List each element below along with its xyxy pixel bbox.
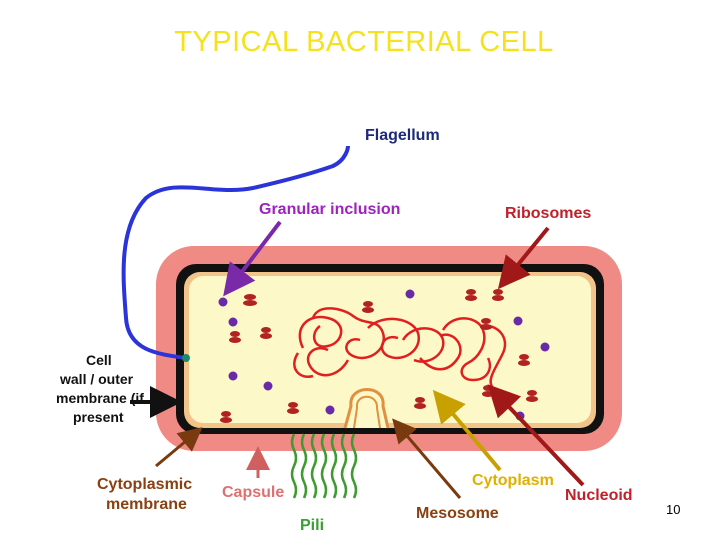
bacterial-cell-diagram: Flagellum Granular inclusion Ribosomes C…	[56, 127, 633, 534]
nucleoid-pointer	[487, 384, 585, 487]
label-cell-wall-line2: wall / outer	[59, 371, 134, 387]
slide-number: 10	[666, 502, 681, 517]
label-cell-wall-line4: present	[73, 409, 124, 425]
label-nucleoid: Nucleoid	[565, 487, 633, 504]
flagellum-basal-body	[182, 354, 190, 362]
cytoplasm-pointer	[432, 389, 502, 472]
flagellum	[121, 145, 350, 360]
granular-inclusion-pointer	[223, 220, 282, 297]
label-pili: Pili	[300, 517, 324, 534]
label-ribosomes: Ribosomes	[505, 205, 591, 222]
label-cell-wall-line1: Cell	[86, 352, 112, 368]
cytoplasmic-membrane-pointer	[155, 427, 203, 468]
label-cytoplasmic-line1: Cytoplasmic	[97, 476, 192, 493]
label-cytoplasm: Cytoplasm	[472, 472, 554, 489]
label-capsule: Capsule	[222, 484, 284, 501]
nucleoid-dna	[293, 307, 507, 389]
label-cell-wall-line3: membrane (if	[56, 390, 144, 406]
slide-title: TYPICAL BACTERIAL CELL	[174, 26, 554, 58]
pili	[290, 433, 358, 499]
label-granular-inclusion: Granular inclusion	[259, 201, 400, 218]
label-mesosome: Mesosome	[416, 505, 499, 522]
ribosomes	[220, 289, 538, 423]
ribosomes-pointer	[497, 226, 550, 290]
label-cytoplasmic-line2: membrane	[106, 496, 187, 513]
label-flagellum: Flagellum	[365, 127, 440, 144]
mesosome-pointer	[392, 418, 462, 499]
